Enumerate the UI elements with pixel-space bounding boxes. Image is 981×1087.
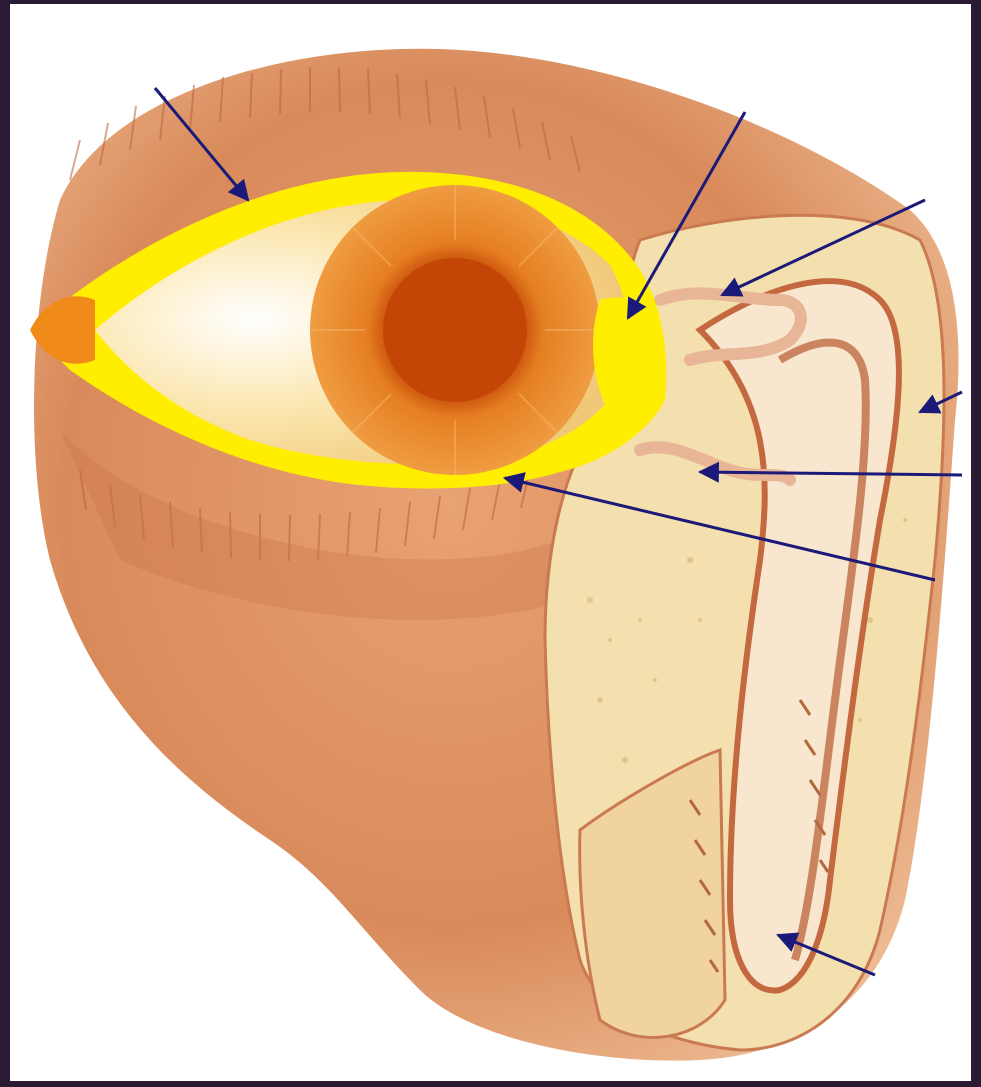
pupil	[383, 258, 527, 402]
eye-anatomy-illustration	[10, 4, 971, 1081]
diagram-canvas	[10, 4, 971, 1081]
